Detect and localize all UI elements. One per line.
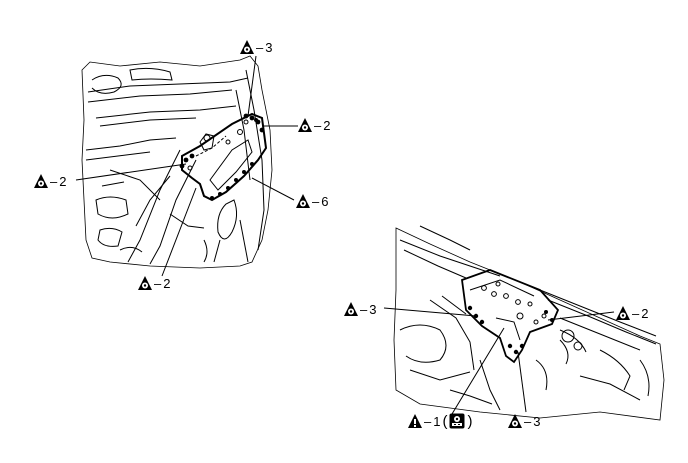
weld-point-icon <box>34 174 48 188</box>
right-leader-lines <box>383 307 615 415</box>
left-vehicle-structure <box>81 55 273 269</box>
callout-caution-1: – 1 ( ) <box>408 413 472 429</box>
callout-count: 3 <box>265 39 273 55</box>
callout-left-weld-2: – 2 <box>34 174 66 188</box>
callout-count: 6 <box>321 193 329 209</box>
callout-bottom-weld-2: – 2 <box>138 276 170 290</box>
weld-point-icon <box>508 414 522 428</box>
left-leader-lines <box>75 55 298 277</box>
callout-right-weld-2: – 2 <box>298 118 330 132</box>
weld-point-icon <box>296 194 310 208</box>
callout-top-weld-3: – 3 <box>240 40 272 54</box>
callout-right-diagram-weld-2: – 2 <box>616 306 648 320</box>
weld-point-icon <box>344 302 358 316</box>
callout-dash: – <box>632 305 640 321</box>
close-paren: ) <box>467 412 473 430</box>
callout-dash: – <box>314 117 322 133</box>
callout-weld-6: – 6 <box>296 194 328 208</box>
callout-dash: – <box>256 39 264 55</box>
callout-right-diagram-weld-3: – 3 <box>344 302 376 316</box>
weld-point-icon <box>616 306 630 320</box>
open-paren: ( <box>442 412 448 430</box>
callout-bottom-weld-3: – 3 <box>508 414 540 428</box>
callout-dash: – <box>524 413 532 429</box>
weld-point-icon <box>240 40 254 54</box>
callout-count: 2 <box>323 117 331 133</box>
callout-count: 3 <box>533 413 541 429</box>
spot-weld-tool-icon <box>449 413 465 429</box>
callout-count: 2 <box>641 305 649 321</box>
weld-point-icon <box>298 118 312 132</box>
callout-dash: – <box>360 301 368 317</box>
callout-count: 2 <box>163 275 171 291</box>
callout-dash: – <box>50 173 58 189</box>
callout-dash: – <box>154 275 162 291</box>
weld-point-icon <box>138 276 152 290</box>
caution-weld-icon <box>408 414 422 428</box>
callout-count: 2 <box>59 173 67 189</box>
right-vehicle-structure <box>393 225 665 421</box>
callout-count: 1 <box>433 413 441 429</box>
callout-dash: – <box>312 193 320 209</box>
callout-dash: – <box>424 413 432 429</box>
callout-count: 3 <box>369 301 377 317</box>
